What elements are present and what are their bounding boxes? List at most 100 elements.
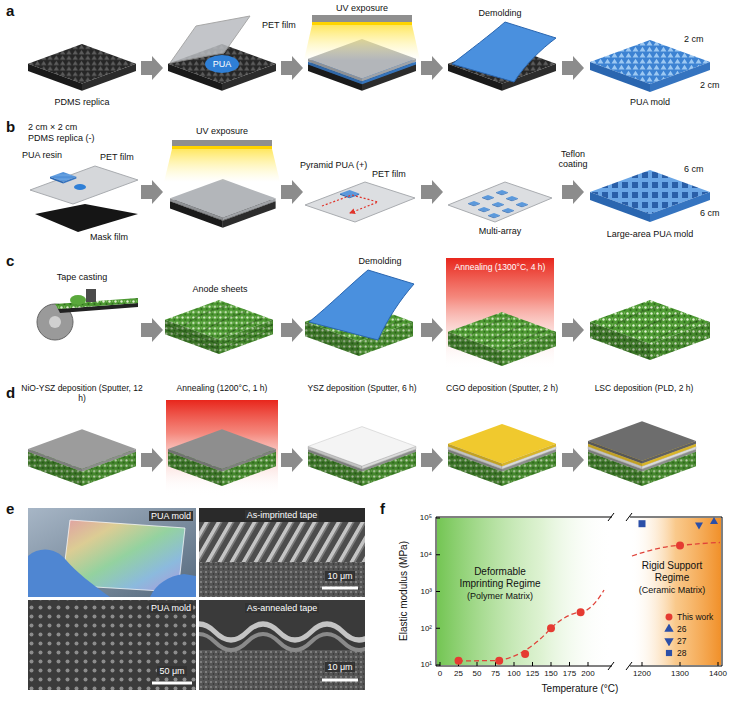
part-label: PET film xyxy=(372,169,406,179)
data-point xyxy=(521,650,529,658)
data-point xyxy=(695,523,703,530)
green-tape xyxy=(55,298,138,309)
process-arrow xyxy=(141,318,163,342)
photo xyxy=(28,508,196,597)
legend-text: 28 xyxy=(677,648,686,658)
x-ticks xyxy=(440,662,718,666)
tick-label: 10² xyxy=(420,624,432,633)
data-point xyxy=(495,657,503,665)
tick-label: 1200 xyxy=(633,669,651,678)
patterned-anode xyxy=(590,300,710,360)
casting-roller xyxy=(49,316,61,328)
dimension-label: 2 cm xyxy=(684,34,704,44)
panel-d-illustration xyxy=(28,400,696,495)
trend-curve xyxy=(458,590,604,661)
annealed-tape xyxy=(448,312,556,366)
panel-c-illustration xyxy=(37,258,710,370)
process-arrow xyxy=(421,180,443,204)
trend-curve xyxy=(632,543,720,557)
step-label: NiO-YSZ deposition (Sputter, 12 h) xyxy=(18,384,146,404)
step-repeat-path xyxy=(322,195,378,213)
data-point xyxy=(710,517,718,524)
uv-lamp xyxy=(312,15,412,22)
part-label: PDMS replica (-) xyxy=(28,133,95,143)
step-label: Demolding xyxy=(358,256,401,266)
image-label: PUA mold xyxy=(149,603,193,613)
tick-label: 10⁴ xyxy=(420,550,432,559)
sem-waves xyxy=(199,634,365,650)
pua-array-cell xyxy=(468,201,480,206)
scale-label: 10 μm xyxy=(325,662,354,672)
scale-label: 10 μm xyxy=(325,571,354,581)
tick-label: 50 xyxy=(473,669,482,678)
tick-label: 1400 xyxy=(709,669,727,678)
panel-f-chart xyxy=(436,513,722,670)
step-label: LSC deposition (PLD, 2 h) xyxy=(580,384,708,394)
process-arrow xyxy=(281,180,303,204)
step-label: Tape casting xyxy=(57,272,108,282)
pdms-replica xyxy=(28,44,136,91)
process-arrow xyxy=(141,56,163,80)
sem-waves xyxy=(199,624,365,690)
dimension-label: 6 cm xyxy=(684,164,704,174)
part-label: PET film xyxy=(262,20,296,30)
scale-bar xyxy=(322,679,358,682)
image-label: As-annealed tape xyxy=(245,603,320,613)
legend-marker xyxy=(664,612,674,622)
tick-label: 100 xyxy=(507,669,520,678)
panel-b-illustration xyxy=(30,140,710,232)
process-arrow xyxy=(421,318,443,342)
pyramid-pua xyxy=(340,190,359,198)
step-note: Teflon coating xyxy=(550,149,596,170)
pet-film xyxy=(170,16,250,63)
step-label: UV exposure xyxy=(196,126,248,136)
legend-marker xyxy=(666,650,672,656)
uv-lamp xyxy=(172,140,272,146)
tick-label: 175 xyxy=(563,669,576,678)
tick-label: 10³ xyxy=(420,587,432,596)
rigid-region xyxy=(630,518,721,665)
plot-frame xyxy=(630,517,722,666)
sem-image xyxy=(199,508,365,597)
region-label: Rigid Support Regime xyxy=(630,560,714,584)
data-point xyxy=(577,608,585,616)
part-label: PDMS replica xyxy=(54,97,109,107)
step-label: UV exposure xyxy=(336,3,388,13)
pet-film xyxy=(448,182,552,222)
axis-break xyxy=(608,513,632,670)
pua-mold xyxy=(590,40,710,92)
pua-array-cell xyxy=(502,208,514,213)
process-arrow xyxy=(421,56,443,80)
mask-film xyxy=(35,204,138,232)
part-label: Pyramid PUA (+) xyxy=(300,160,367,170)
panel-letter: b xyxy=(6,118,15,135)
region-label: (Ceramic Matrix) xyxy=(639,585,706,595)
panel-letter: d xyxy=(6,384,15,401)
legend-text: 27 xyxy=(677,636,686,646)
dimension-label: 6 cm xyxy=(700,208,720,218)
tick-label: 150 xyxy=(544,669,557,678)
pua-resin xyxy=(74,184,86,190)
pua-drop xyxy=(205,55,239,73)
doctor-blade xyxy=(86,289,96,302)
process-arrow xyxy=(141,448,163,472)
step-label: Annealing (1300°C, 4 h) xyxy=(455,263,546,273)
sheet-lines xyxy=(165,325,273,350)
step-label: YSZ deposition (Sputter, 6 h) xyxy=(298,384,426,394)
data-point xyxy=(547,624,555,632)
tick-label: 200 xyxy=(581,669,594,678)
y-ticks xyxy=(436,518,440,665)
panel-letter: a xyxy=(6,2,14,19)
micrograph xyxy=(28,600,196,690)
uv-light xyxy=(164,149,280,182)
part-label: PUA xyxy=(213,59,232,69)
image-label: PUA mold xyxy=(149,511,193,521)
legend-marker xyxy=(664,636,674,646)
legend-marker xyxy=(664,624,674,634)
panel-letter: f xyxy=(380,500,385,517)
region-label: (Polymer Matrix) xyxy=(467,591,533,601)
anode-sheets xyxy=(165,300,273,354)
pua-peel xyxy=(452,22,556,82)
pua-array-cell xyxy=(516,202,528,207)
step-label: Multi-array xyxy=(479,226,522,236)
